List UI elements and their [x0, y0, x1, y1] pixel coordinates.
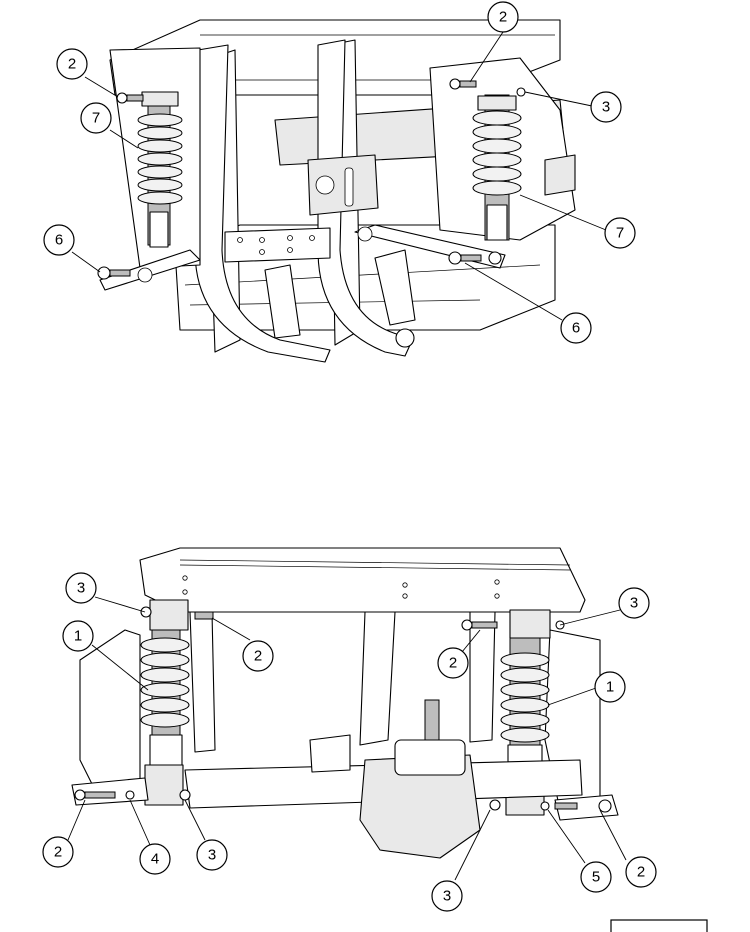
callout-3-upper-left: 3 [65, 572, 97, 604]
hoop-right [317, 39, 411, 357]
svg-text:2: 2 [499, 9, 507, 26]
center-gusset [264, 264, 301, 339]
right-lower-bolt [448, 251, 502, 265]
left-coil-spring-bottom [140, 599, 190, 806]
frame-rail-center-right [469, 611, 496, 743]
callout-7-right: 7 [604, 217, 636, 249]
bottom-view-assembly [71, 547, 619, 859]
svg-text:7: 7 [92, 110, 100, 127]
callout-3-lower-center: 3 [431, 880, 463, 912]
svg-text:2: 2 [449, 655, 457, 672]
differential [359, 754, 481, 859]
left-side-panel [79, 629, 141, 791]
mount-plate [307, 154, 379, 216]
reference-box [610, 919, 708, 932]
svg-text:3: 3 [77, 580, 85, 597]
hoop-left [194, 44, 331, 363]
left-coil-spring [137, 91, 183, 248]
svg-text:6: 6 [572, 320, 580, 337]
callout-6-right: 6 [560, 312, 592, 344]
svg-text:2: 2 [637, 864, 645, 881]
right-bracket [374, 249, 416, 326]
svg-text:1: 1 [74, 628, 82, 645]
svg-text:2: 2 [254, 648, 262, 665]
svg-text:3: 3 [630, 595, 638, 612]
callout-3-lower-left: 3 [196, 839, 228, 871]
svg-text:6: 6 [55, 232, 63, 249]
frame-rail-left [189, 611, 216, 753]
callout-4: 4 [139, 843, 171, 875]
left-lower-bolt [97, 266, 131, 280]
bottom-view-callouts: 3 3 1 1 2 2 2 2 [42, 572, 657, 912]
callout-1-right: 1 [594, 671, 626, 703]
left-upper-bolt [140, 606, 214, 620]
callout-5: 5 [580, 861, 612, 893]
top-view-assembly [97, 19, 576, 363]
crossbar [224, 227, 331, 263]
callout-2-lower-right: 2 [625, 856, 657, 888]
callout-3-upper-right: 3 [618, 587, 650, 619]
svg-text:3: 3 [208, 847, 216, 864]
frame-rail-center-left [359, 611, 396, 746]
boot [424, 699, 440, 741]
callout-2-top-left: 2 [56, 48, 88, 80]
right-coil-spring [472, 94, 522, 241]
callout-7-left: 7 [80, 102, 112, 134]
svg-text:3: 3 [602, 99, 610, 116]
svg-text:5: 5 [592, 869, 600, 886]
svg-text:4: 4 [151, 851, 159, 868]
left-lower-bolt-bottom [74, 789, 191, 801]
right-upper-bolt [461, 619, 565, 631]
callout-2-top-right: 2 [487, 1, 519, 33]
diff-cover [394, 739, 466, 776]
svg-text:2: 2 [54, 844, 62, 861]
svg-text:1: 1 [606, 679, 614, 696]
right-lower-bolt-bottom [489, 799, 612, 813]
svg-text:3: 3 [443, 888, 451, 905]
top-view-callouts: 2 2 3 7 7 6 6 [43, 1, 636, 344]
callout-2-lower-left: 2 [42, 836, 74, 868]
svg-text:2: 2 [68, 56, 76, 73]
callout-2-upper-right: 2 [437, 647, 469, 679]
hitch-block [309, 734, 351, 773]
callout-2-upper-left: 2 [242, 640, 274, 672]
svg-text:7: 7 [616, 225, 624, 242]
left-top-bolt [116, 92, 144, 104]
callout-3-top: 3 [590, 91, 622, 123]
callout-1-left: 1 [62, 620, 94, 652]
cargo-deck [139, 547, 586, 613]
callout-6-left: 6 [43, 224, 75, 256]
